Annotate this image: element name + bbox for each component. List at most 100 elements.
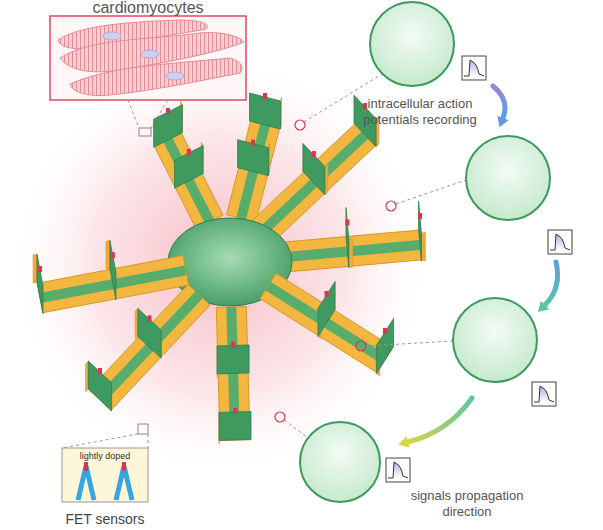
fin-wall: [238, 140, 269, 176]
leader-line: [396, 180, 466, 204]
arm-floor: [253, 124, 376, 242]
sensor-marker: [295, 120, 305, 130]
device-arm: [33, 241, 189, 314]
fin-wall: [346, 208, 349, 268]
arm-stripe: [164, 138, 215, 224]
recording-circle: [453, 298, 537, 384]
fin-side: [106, 241, 110, 270]
fin-wall: [175, 146, 204, 189]
fet-sensor-inset: lightly dopedFET sensors: [58, 448, 152, 528]
leader-line: [284, 420, 308, 438]
leader-lines: [284, 74, 466, 438]
fin-side: [421, 233, 425, 261]
fin-tip: [312, 151, 316, 157]
fin-tip: [231, 341, 235, 347]
icon-frame: [386, 458, 410, 482]
arm-floor: [89, 285, 210, 411]
circle-border: [300, 422, 380, 502]
arm-stripe: [259, 131, 368, 234]
fin-wall: [37, 254, 43, 313]
fin-wall: [110, 241, 116, 300]
recording-label: intracellular action potentials recordin…: [352, 96, 488, 127]
fin-wall: [217, 345, 249, 374]
device-arm: [216, 307, 251, 445]
arrow-head: [538, 301, 549, 312]
direction-label: signals propagation direction: [392, 488, 542, 519]
propagation-arrow: [545, 262, 558, 305]
inset-frame: [50, 16, 246, 100]
cell: [302, 439, 380, 460]
probe-tip: [506, 172, 510, 182]
fin-wall: [219, 412, 251, 441]
nucleus: [166, 72, 184, 80]
fet-probe: [396, 46, 428, 88]
fin-wall: [250, 93, 281, 129]
trace-fill: [388, 462, 408, 478]
arm-stripe: [96, 291, 202, 403]
fin-wall: [138, 308, 161, 358]
trace: [464, 60, 484, 76]
fin-tip: [98, 368, 102, 374]
probe-tip: [493, 334, 497, 344]
sensor-marker: [275, 412, 285, 422]
device: [33, 93, 425, 444]
recording-circle: [466, 136, 550, 222]
nucleus: [141, 50, 159, 58]
nucleus: [103, 32, 121, 40]
propagation-arrow: [408, 398, 472, 442]
arm-stripe: [236, 124, 269, 220]
node-heading: lightly doped: [58, 451, 152, 462]
circle-ground: [453, 298, 537, 382]
fin-side: [135, 308, 138, 339]
zoom-line: [62, 434, 138, 448]
circle-ground: [466, 136, 550, 220]
icon-frame: [532, 382, 556, 406]
node-heading: cardiomyocytes: [46, 0, 250, 16]
circle-ground: [370, 2, 454, 86]
circle-border: [466, 136, 550, 220]
sensor-marker: [386, 201, 396, 211]
recording-circle: [370, 2, 454, 88]
probe-tip: [338, 456, 342, 466]
cardiomyocyte-inset: cardiomyocytes: [46, 0, 250, 100]
fin-wall: [419, 201, 422, 261]
cell: [470, 155, 548, 176]
fin-tip: [418, 213, 422, 219]
device-arm: [274, 201, 426, 273]
arrow-head: [497, 116, 508, 128]
fin-wall: [318, 282, 335, 337]
fin-tip: [363, 103, 367, 109]
arm-stripe: [265, 282, 387, 364]
arrow-head: [398, 436, 409, 448]
cell: [457, 317, 535, 338]
cardiomyocyte-cells: [58, 20, 244, 96]
fin-tip: [325, 291, 329, 297]
fin-tip: [187, 149, 191, 155]
fin-tip: [251, 140, 255, 146]
fin-wall: [88, 361, 111, 411]
fin-tip: [233, 408, 237, 414]
leader-line: [366, 341, 453, 346]
fin-side: [86, 361, 89, 392]
recording-circle: [300, 422, 380, 506]
fin-side: [33, 254, 37, 283]
fin-wall: [303, 143, 325, 194]
zoom-marker: [138, 424, 148, 434]
device-arm: [253, 95, 379, 242]
device-arm: [86, 285, 211, 412]
arm-floor: [216, 307, 250, 441]
icon-frame: [548, 230, 572, 254]
cell: [70, 58, 242, 96]
fin-wall: [376, 319, 393, 374]
fet-probe: [492, 180, 524, 222]
trace: [550, 234, 570, 250]
propagation-arrow: [493, 86, 505, 118]
node-caption: FET sensors: [58, 510, 152, 528]
fin-tip: [148, 315, 152, 321]
fin-side: [325, 164, 328, 195]
zoom-line: [148, 434, 149, 448]
trace: [388, 462, 408, 478]
